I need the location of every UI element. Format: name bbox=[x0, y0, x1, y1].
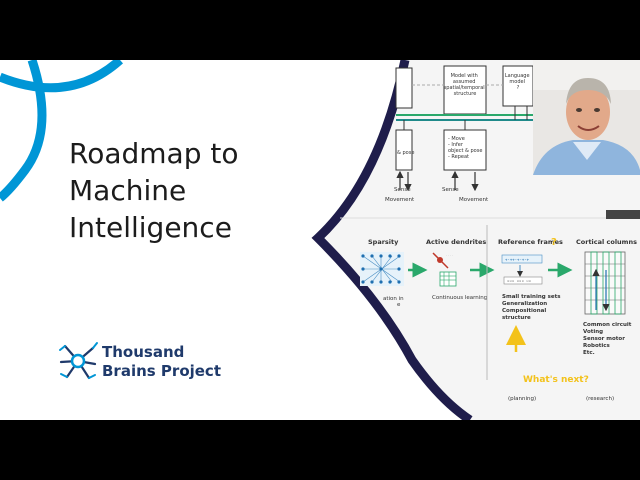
model-line-4: structure bbox=[454, 91, 477, 97]
planning-label: (planning) bbox=[508, 396, 536, 402]
reference-caption-3: Compositional bbox=[502, 308, 546, 314]
cortical-columns-graphic bbox=[585, 252, 625, 314]
lang-line-3: ? bbox=[517, 85, 520, 91]
active-dendrites-label: Active dendrites bbox=[426, 238, 486, 246]
research-label: (research) bbox=[586, 396, 614, 402]
infer-line-4: - Repeat bbox=[448, 154, 469, 160]
sparsity-label: Sparsity bbox=[368, 238, 399, 246]
cortical-caption-1: Common circuit bbox=[583, 322, 632, 328]
cortical-caption-2: Voting bbox=[583, 329, 603, 335]
left-box-text: & pose bbox=[397, 150, 414, 156]
speaker-video bbox=[533, 60, 640, 175]
cortical-columns-label: Cortical columns bbox=[576, 238, 637, 246]
sparsity-network-graphic bbox=[360, 252, 404, 286]
active-caption: Continuous learning bbox=[432, 295, 487, 301]
svg-text:· · · ·: · · · · bbox=[446, 253, 453, 257]
reference-question: ? bbox=[551, 237, 557, 248]
sense-left: Sense bbox=[394, 187, 411, 193]
small-video-thumbnail bbox=[606, 210, 640, 219]
cortical-caption-5: Etc. bbox=[583, 350, 595, 356]
sparsity-caption-1: ation in bbox=[383, 296, 404, 302]
whats-next-label: What's next? bbox=[523, 375, 589, 385]
reference-caption-2: Generalization bbox=[502, 301, 547, 307]
svg-text:+-++-+-+-+: +-++-+-+-+ bbox=[505, 257, 530, 262]
speaker-portrait bbox=[533, 60, 640, 175]
reference-caption-1: Small training sets bbox=[502, 294, 561, 300]
cortical-caption-3: Sensor motor bbox=[583, 336, 625, 342]
svg-text:▫▫▫ ▫▫▫ ▫▫: ▫▫▫ ▫▫▫ ▫▫ bbox=[507, 278, 531, 283]
reference-caption-4: structure bbox=[502, 315, 531, 321]
sense-right: Sense bbox=[442, 187, 459, 193]
cortical-caption-4: Robotics bbox=[583, 343, 611, 349]
movement-right: Movement bbox=[459, 197, 489, 203]
movement-left: Movement bbox=[385, 197, 415, 203]
